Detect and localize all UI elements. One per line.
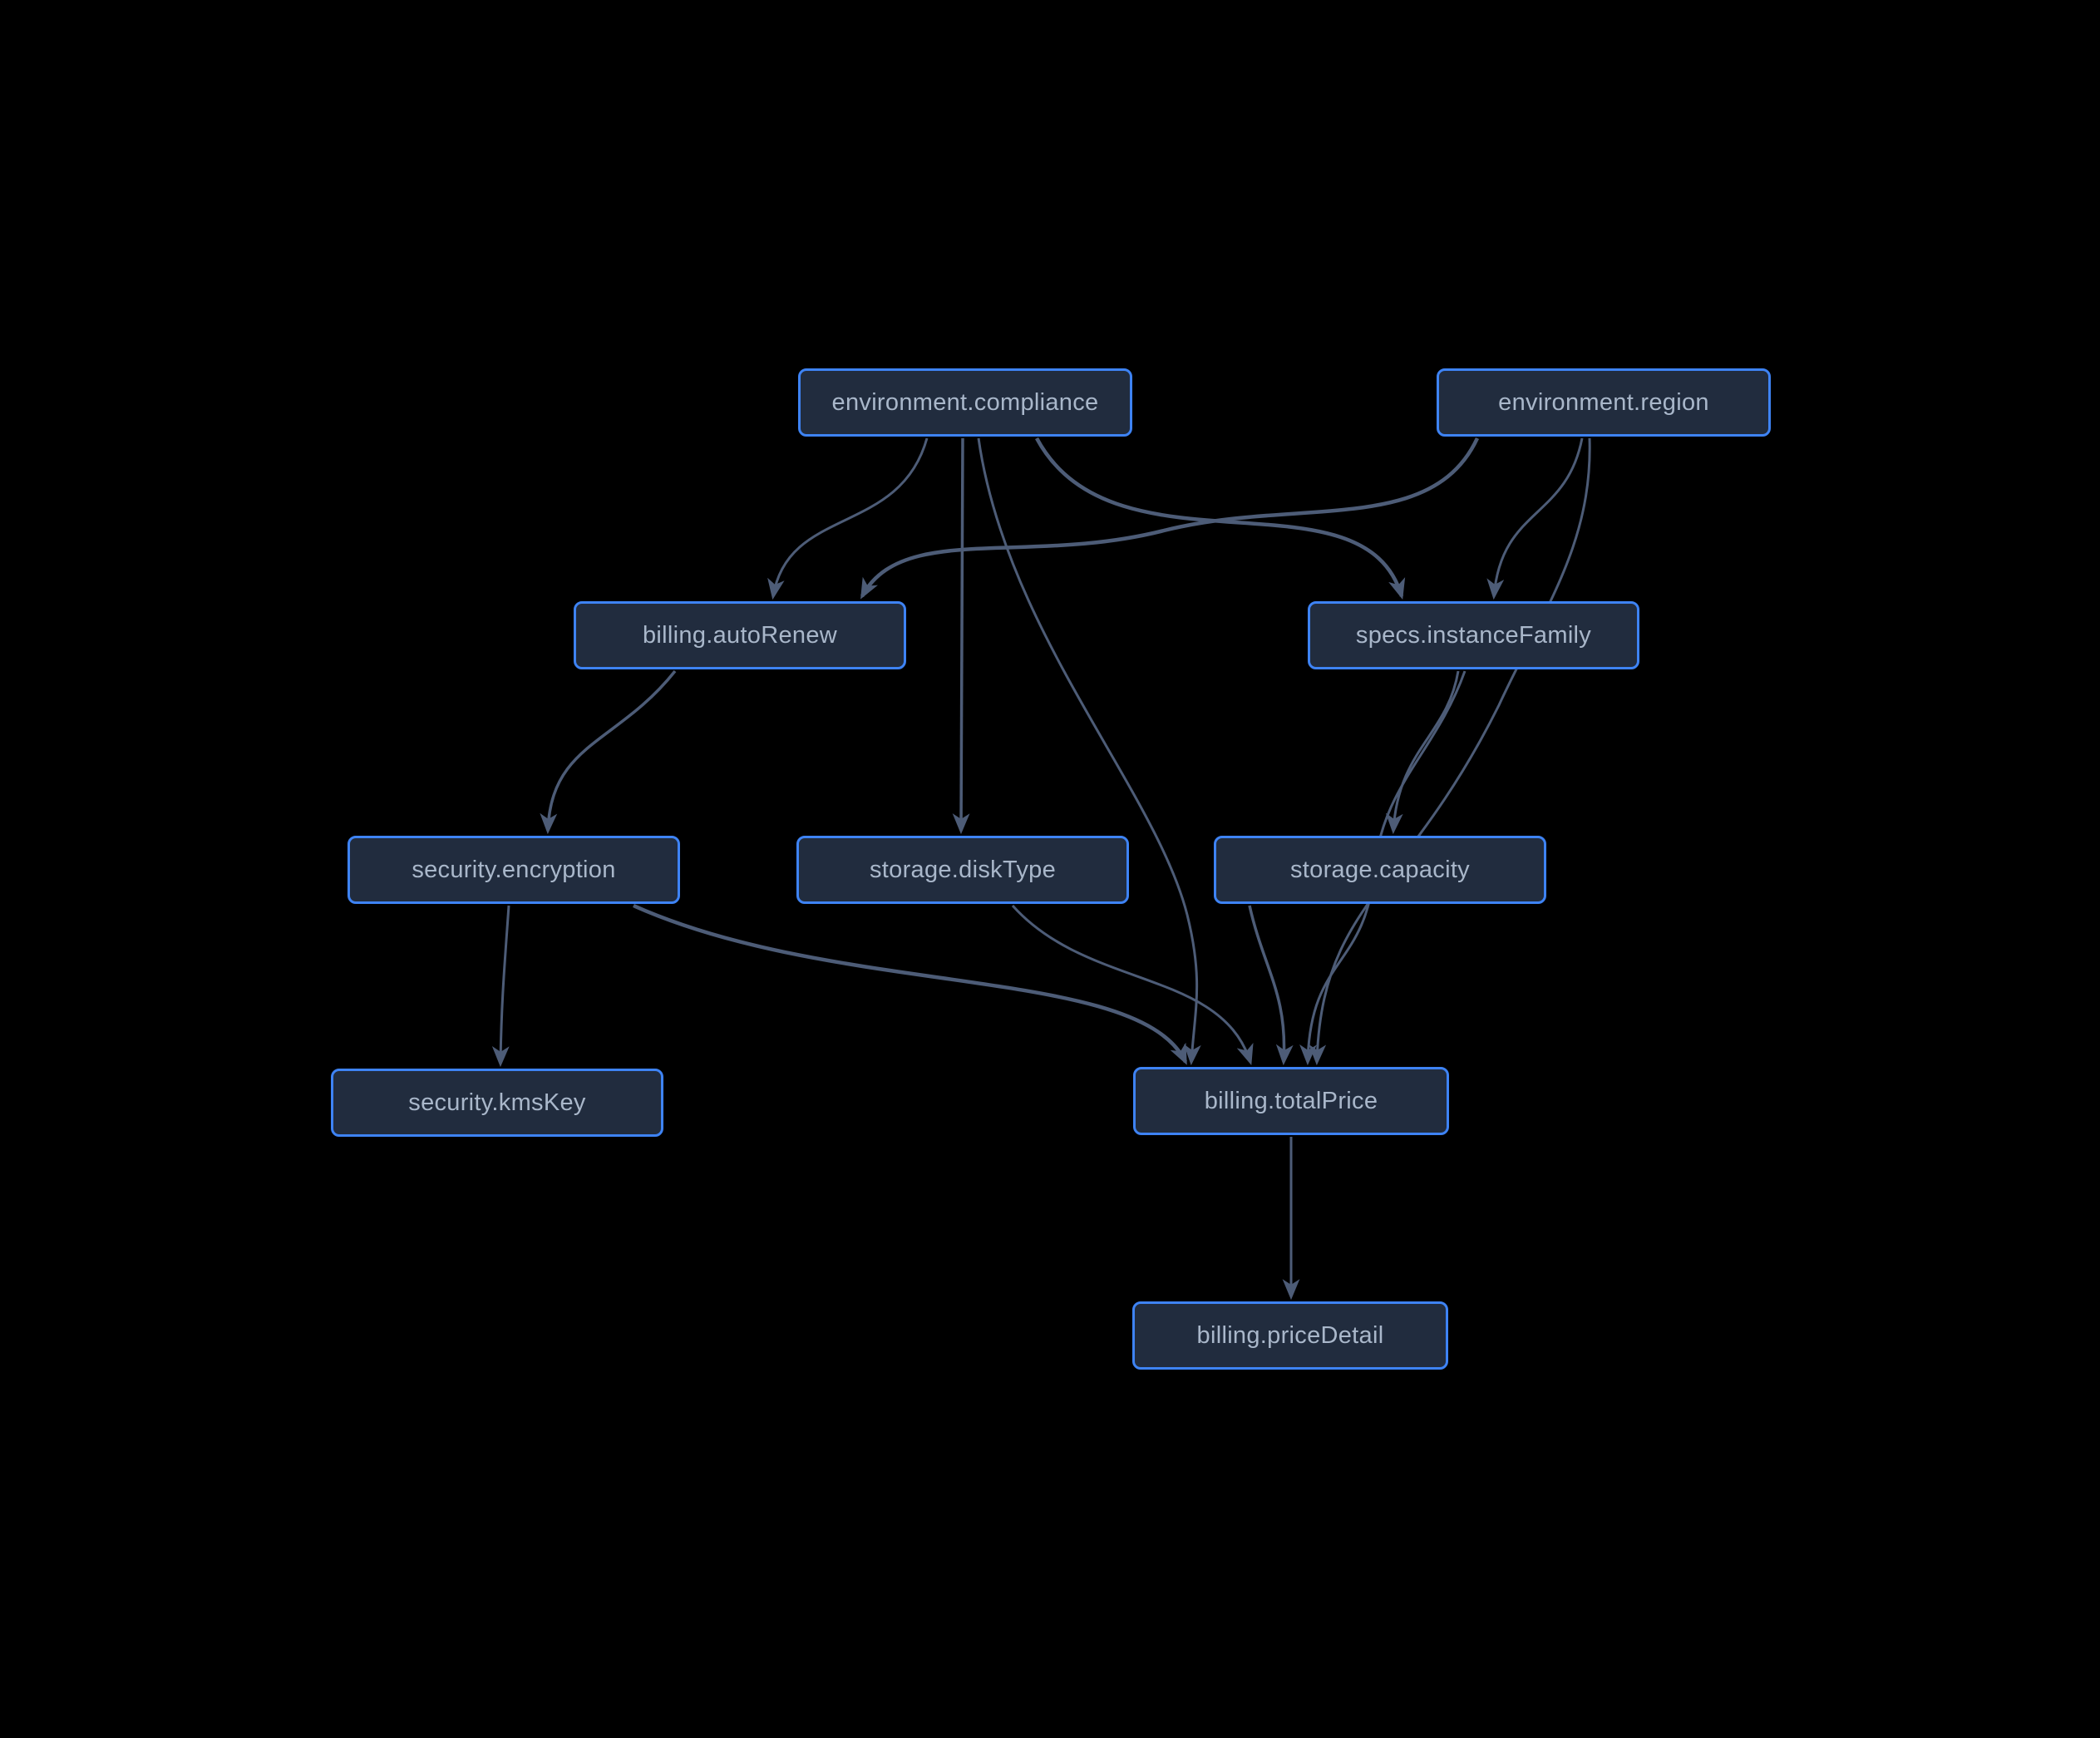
node-security.encryption[interactable]: security.encryption xyxy=(348,836,680,904)
node-label: environment.compliance xyxy=(831,388,1099,416)
edge-environment.region-to-billing.totalPrice xyxy=(1309,437,1591,1066)
edge-environment.region-to-billing.autoRenew xyxy=(860,437,1480,600)
edge-storage.diskType-to-billing.totalPrice xyxy=(1011,905,1254,1065)
edge-security.encryption-to-security.kmsKey xyxy=(491,905,510,1068)
node-storage.diskType[interactable]: storage.diskType xyxy=(796,836,1129,904)
node-environment.compliance[interactable]: environment.compliance xyxy=(798,368,1132,437)
node-specs.instanceFamily[interactable]: specs.instanceFamily xyxy=(1308,601,1639,669)
node-label: billing.autoRenew xyxy=(642,621,838,649)
edges-group xyxy=(491,437,1591,1301)
edge-storage.capacity-to-billing.totalPrice xyxy=(1248,905,1294,1066)
node-label: security.kmsKey xyxy=(408,1089,586,1116)
edge-environment.compliance-to-storage.diskType xyxy=(952,437,970,835)
node-label: billing.totalPrice xyxy=(1204,1087,1378,1114)
node-billing.autoRenew[interactable]: billing.autoRenew xyxy=(574,601,906,669)
edge-environment.region-to-specs.instanceFamily xyxy=(1486,437,1584,600)
edge-security.encryption-to-billing.totalPrice xyxy=(633,903,1188,1065)
edge-specs.instanceFamily-to-storage.capacity xyxy=(1385,670,1460,835)
node-security.kmsKey[interactable]: security.kmsKey xyxy=(331,1069,663,1137)
node-billing.priceDetail[interactable]: billing.priceDetail xyxy=(1132,1301,1448,1370)
node-label: storage.diskType xyxy=(869,856,1057,883)
node-label: environment.region xyxy=(1498,388,1709,416)
edge-billing.autoRenew-to-security.encryption xyxy=(540,669,677,835)
node-billing.totalPrice[interactable]: billing.totalPrice xyxy=(1133,1067,1449,1135)
node-label: storage.capacity xyxy=(1290,856,1470,883)
node-environment.region[interactable]: environment.region xyxy=(1437,368,1771,437)
node-label: billing.priceDetail xyxy=(1196,1321,1384,1349)
node-label: specs.instanceFamily xyxy=(1355,621,1592,649)
node-label: security.encryption xyxy=(412,856,616,883)
edge-environment.compliance-to-billing.autoRenew xyxy=(767,437,929,600)
node-storage.capacity[interactable]: storage.capacity xyxy=(1214,836,1546,904)
edge-environment.compliance-to-specs.instanceFamily xyxy=(1035,437,1406,600)
